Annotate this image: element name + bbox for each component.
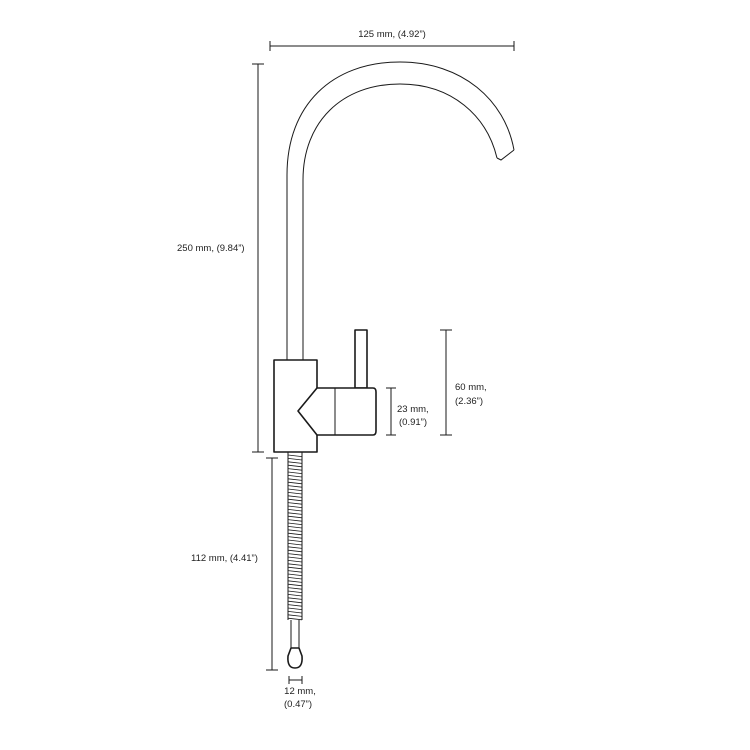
hose-rib (287, 604, 303, 607)
hose-rib (287, 502, 303, 505)
hose-length-label: 112 mm, (4.41”) (191, 553, 258, 564)
hose-rib (287, 461, 303, 464)
hose-rib (287, 553, 303, 556)
dimension-total-height: 250 mm, (9.84”) (177, 63, 264, 453)
hose-rib (287, 475, 303, 478)
hose-rib (287, 509, 303, 512)
hose-rib (287, 526, 303, 529)
hose-rib (287, 539, 303, 542)
hose-rib (287, 614, 303, 617)
hose-rib (287, 464, 303, 468)
dimension-spout-width: 125 mm, (4.92”) (269, 29, 515, 51)
hose-rib (287, 607, 303, 610)
hose-rib (287, 594, 303, 597)
hose-rib (287, 563, 303, 566)
faucet-spout (286, 61, 515, 360)
hose-rib (287, 549, 303, 553)
supply-hose (287, 452, 303, 621)
hose-rib (287, 587, 303, 590)
dimension-handle-height: 60 mm, (2.36”) (440, 329, 487, 436)
hose-rib (287, 454, 303, 457)
hose-rib (287, 529, 303, 532)
hose-rib (287, 566, 303, 570)
hose-rib (287, 512, 303, 515)
hose-rib (287, 485, 303, 488)
dimension-connector-width: 12 mm, (0.47”) (284, 676, 316, 710)
hose-rib (287, 536, 303, 539)
body-height-in-label: (0.91”) (399, 417, 427, 428)
handle-height-mm-label: 60 mm, (455, 382, 487, 393)
hose-rib (287, 617, 303, 621)
faucet-handle-lever (354, 329, 368, 389)
hose-rib (287, 600, 303, 604)
dimension-hose-length: 112 mm, (4.41”) (191, 457, 278, 671)
hose-rib (287, 505, 303, 508)
hose-rib (287, 468, 303, 471)
hose-rib (287, 478, 303, 481)
hose-rib (287, 556, 303, 559)
faucet-handle-hub (297, 387, 377, 436)
hose-rib (287, 560, 303, 563)
connector-width-in-label: (0.47”) (284, 699, 312, 710)
hose-rib (287, 532, 303, 536)
total-height-label: 250 mm, (9.84”) (177, 243, 245, 254)
hose-rib (287, 543, 303, 546)
connector-width-mm-label: 12 mm, (284, 686, 316, 697)
hose-rib (287, 498, 303, 502)
hose-rib (287, 611, 303, 614)
hose-rib (287, 597, 303, 600)
hose-rib (287, 458, 303, 461)
hose-rib (287, 590, 303, 593)
hose-rib (287, 573, 303, 576)
hose-connector (287, 620, 303, 669)
hose-rib (287, 488, 303, 491)
hose-rib (287, 515, 303, 519)
hose-rib (287, 481, 303, 485)
hose-rib (287, 519, 303, 522)
hose-rib (287, 495, 303, 498)
hose-rib (287, 546, 303, 549)
body-height-mm-label: 23 mm, (397, 404, 429, 415)
hose-rib (287, 492, 303, 495)
dimension-body-height: 23 mm, (0.91”) (386, 387, 429, 436)
spout-width-label: 125 mm, (4.92”) (358, 29, 426, 40)
hose-rib (287, 577, 303, 580)
hose-rib (287, 580, 303, 583)
hose-rib (287, 570, 303, 573)
hose-rib (287, 471, 303, 474)
handle-height-in-label: (2.36”) (455, 396, 483, 407)
hose-rib (287, 522, 303, 525)
hose-rib (287, 583, 303, 587)
